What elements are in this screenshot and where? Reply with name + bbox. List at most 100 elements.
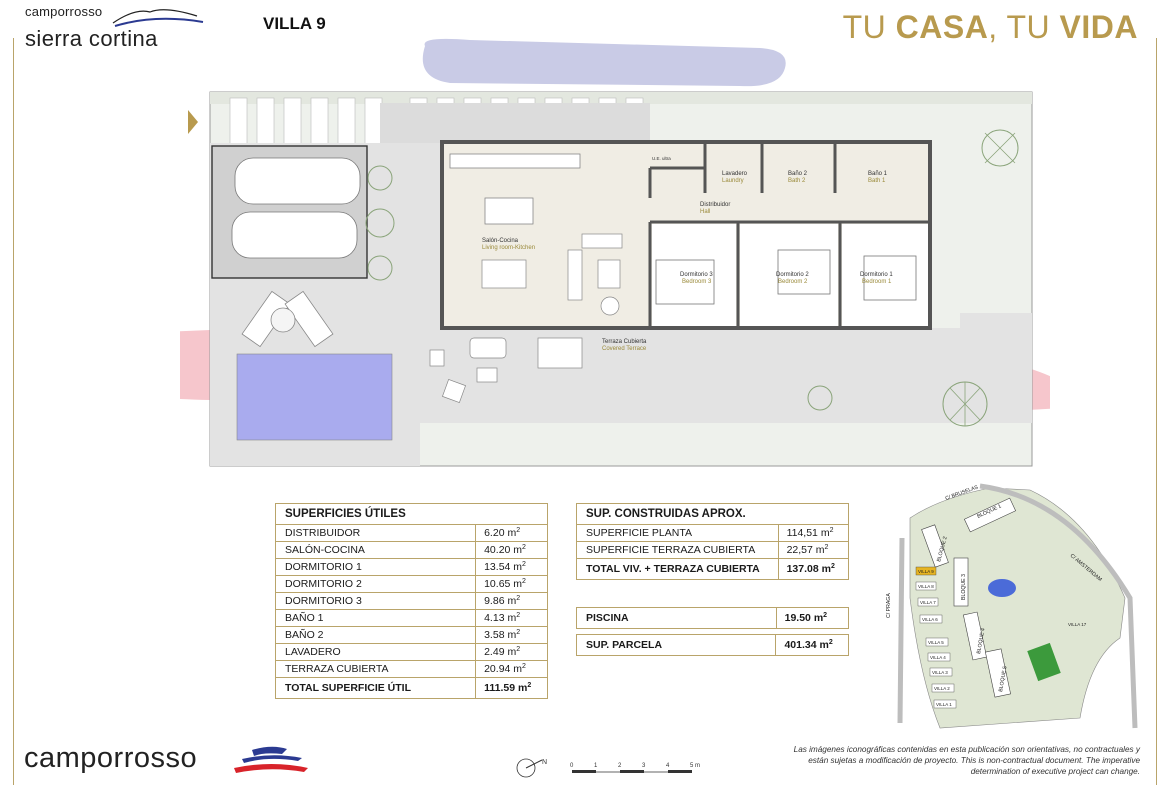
entrance-arrow-icon xyxy=(188,110,198,134)
label-lav: Lavadero xyxy=(722,171,748,177)
useful-area-value: 6.20 m2 xyxy=(475,524,548,542)
plot-value: 401.34 m2 xyxy=(775,634,849,656)
internal-walls xyxy=(648,142,930,328)
villa-9-label: VILLA 9 xyxy=(918,569,934,574)
disclaimer-line-1: Las imágenes iconográficas contenidas en… xyxy=(793,745,1140,754)
hardscape xyxy=(210,143,1032,466)
scale-5: 5 m xyxy=(690,763,700,769)
useful-total-value: 111.59 m2 xyxy=(475,677,548,699)
label-b2-en: Bath 2 xyxy=(788,178,806,184)
label-dist-en: Hall xyxy=(700,209,710,215)
built-total-value: 137.08 m2 xyxy=(777,558,850,580)
label-salon: Salón-Cocina xyxy=(482,238,519,244)
villa-6-label: VILLA 6 xyxy=(922,617,938,622)
built-areas-table: SUP. CONSTRUIDAS APROX. SUPERFICIE PLANT… xyxy=(576,503,850,580)
label-d2: Dormitorio 2 xyxy=(776,272,809,278)
plot-label: SUP. PARCELA xyxy=(575,634,777,656)
brand-logo-bottom: camporrosso xyxy=(24,742,198,774)
scale-0: 0 xyxy=(570,763,574,769)
brand-small: camporrosso xyxy=(25,4,103,19)
disclaimer: Las imágenes iconográficas contenidas en… xyxy=(740,744,1140,777)
useful-total-label: TOTAL SUPERFICIE ÚTIL xyxy=(274,677,477,699)
built-floor-value: 114,51 m2 xyxy=(777,524,850,542)
street-praga: C/ PRAGA xyxy=(886,593,892,618)
flag-logo-icon xyxy=(234,746,308,773)
site-tennis xyxy=(1027,642,1061,682)
scale-3: 3 xyxy=(642,763,646,769)
villa-5-label: VILLA 5 xyxy=(928,640,944,645)
site-villas: VILLA 9 VILLA 8 VILLA 7 VILLA 6 VILLA 5 … xyxy=(915,566,1087,709)
useful-area-label: LAVADERO xyxy=(274,643,477,661)
floor-plan: Salón-Cocina Living room-Kitchen Distrib… xyxy=(180,38,1050,467)
pool-value: 19.50 m2 xyxy=(775,607,850,629)
useful-area-value: 10.65 m2 xyxy=(475,575,548,593)
villa-17-label: VILLA 17 xyxy=(1068,622,1087,627)
useful-area-value: 13.54 m2 xyxy=(475,558,548,576)
villa-1-label: VILLA 1 xyxy=(936,702,952,707)
useful-area-label: SALÓN-COCINA xyxy=(274,541,477,559)
built-areas-header: SUP. CONSTRUIDAS APROX. xyxy=(576,503,849,525)
label-d3: Dormitorio 3 xyxy=(680,272,713,278)
street-blob-top xyxy=(422,38,786,87)
useful-area-label: BAÑO 1 xyxy=(274,609,477,627)
brand-big: sierra cortina xyxy=(25,26,158,51)
north-arrow-icon: N xyxy=(516,758,547,778)
frame-line-right xyxy=(1156,38,1157,785)
useful-area-label: DORMITORIO 2 xyxy=(274,575,477,593)
site-pool xyxy=(988,579,1016,597)
terrace-furniture xyxy=(429,337,583,403)
label-ud: U.E. ultra xyxy=(652,156,671,161)
label-lav-en: Laundry xyxy=(722,178,744,184)
label-b1-en: Bath 1 xyxy=(868,178,886,184)
svg-text:N: N xyxy=(542,759,547,766)
villa-7-label: VILLA 7 xyxy=(920,600,936,605)
site-map: C/ BRUSELAS C/ AMSTERDAM C/ PRAGA BLOQUE… xyxy=(886,483,1138,729)
beds xyxy=(655,249,917,305)
label-d3-en: Bedroom 3 xyxy=(682,279,712,285)
scale-1: 1 xyxy=(594,763,598,769)
built-floor-label: SUPERFICIE PLANTA xyxy=(576,524,779,542)
scale-bar: 0 1 2 3 4 5 m xyxy=(570,763,700,773)
front-strip xyxy=(210,92,1032,104)
mountain-logo-icon xyxy=(112,9,204,27)
pink-blob-left xyxy=(180,330,210,400)
disclaimer-line-3: determination of executive project can c… xyxy=(970,767,1140,776)
site-blocks xyxy=(921,497,1017,698)
villa-8-label: VILLA 8 xyxy=(918,584,934,589)
useful-area-value: 20.94 m2 xyxy=(475,660,548,678)
built-terrace-value: 22,57 m2 xyxy=(777,541,850,559)
block-4: BLOQUE 4 xyxy=(976,628,986,655)
label-b1: Baño 1 xyxy=(868,171,888,177)
dining-chairs xyxy=(481,233,623,316)
useful-area-value: 4.13 m2 xyxy=(475,609,548,627)
built-total-label: TOTAL VIV. + TERRAZA CUBIERTA xyxy=(576,558,779,580)
label-d1-en: Bedroom 1 xyxy=(862,279,892,285)
villa-2-label: VILLA 2 xyxy=(934,686,950,691)
villa-title: VILLA 9 xyxy=(263,14,326,33)
useful-area-label: BAÑO 2 xyxy=(274,626,477,644)
scale-2: 2 xyxy=(618,763,622,769)
label-terr-en: Covered Terrace xyxy=(602,346,647,352)
label-salon-en: Living room-Kitchen xyxy=(482,245,535,251)
useful-area-value: 40.20 m2 xyxy=(475,541,548,559)
pool-label: PISCINA xyxy=(576,607,777,629)
useful-area-value: 9.86 m2 xyxy=(475,592,548,610)
useful-area-value: 2.49 m2 xyxy=(475,643,548,661)
sun-loungers xyxy=(241,290,334,348)
slogan: TU CASA, TU VIDA xyxy=(842,9,1138,45)
scale-4: 4 xyxy=(666,763,670,769)
disclaimer-line-2: están sujetas a modificación de proyecto… xyxy=(808,756,1140,765)
brand-logo-top: camporrosso sierra cortina xyxy=(25,4,204,51)
label-d1: Dormitorio 1 xyxy=(860,272,893,278)
